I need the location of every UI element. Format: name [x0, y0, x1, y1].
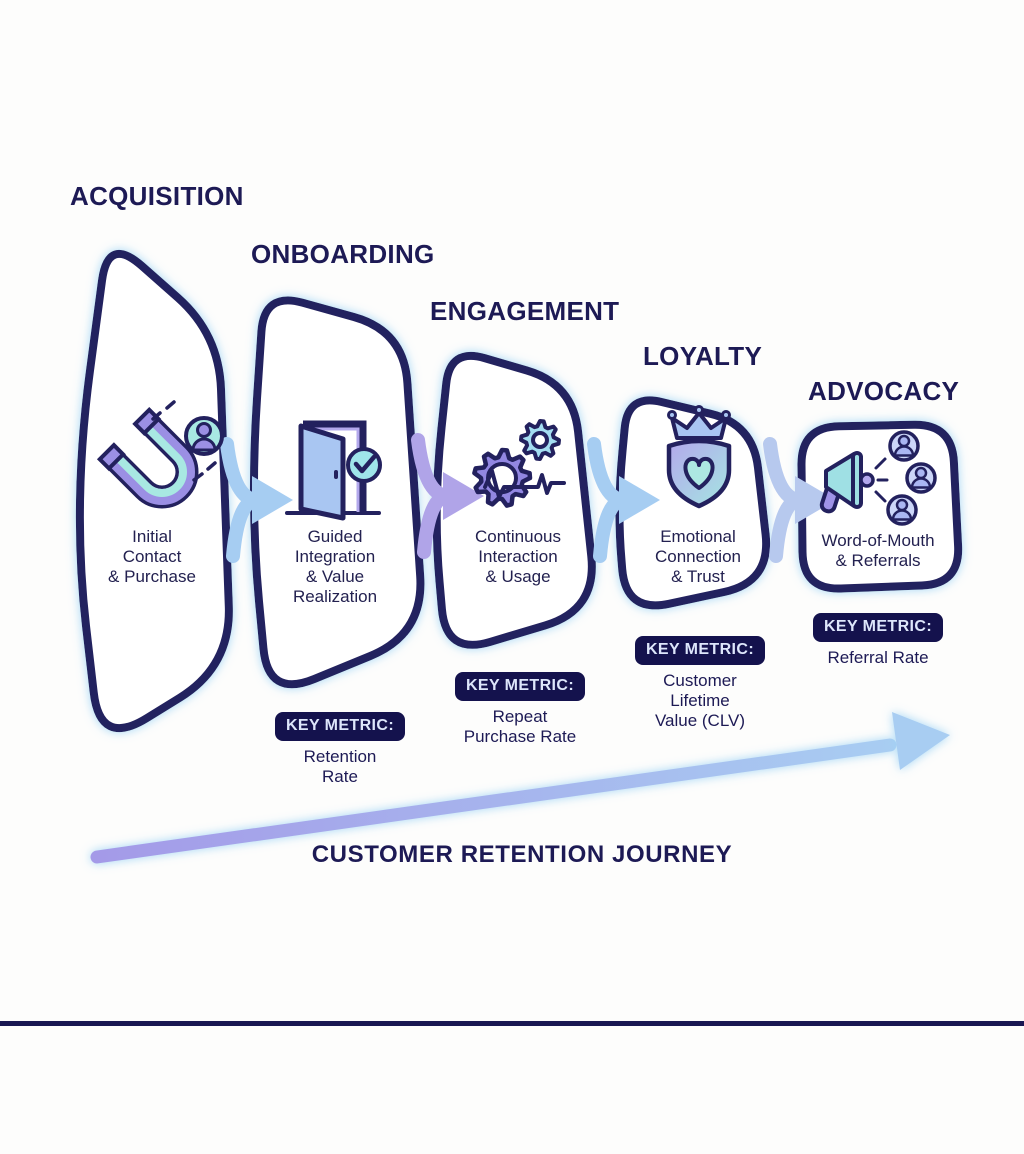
key-metric-engagement: KEY METRIC: Repeat Purchase Rate: [440, 672, 600, 747]
key-metric-advocacy: KEY METRIC: Referral Rate: [793, 613, 963, 668]
key-metric-value: Repeat Purchase Rate: [463, 707, 577, 746]
stage-title-engagement: ENGAGEMENT: [430, 296, 620, 326]
stage-title-advocacy: ADVOCACY: [808, 376, 960, 406]
stage-arrow-icon: [763, 437, 836, 563]
gears-pulse-icon: [472, 419, 566, 508]
key-metric-value: Referral Rate: [827, 648, 929, 667]
shield-heart-crown-icon: [666, 405, 732, 509]
key-metric-onboarding: KEY METRIC: Retention Rate: [260, 712, 420, 787]
referral-person-badge: [886, 494, 918, 526]
bottom-divider: [0, 1021, 1024, 1026]
open-door-check-icon: [285, 420, 382, 521]
key-metric-pill: KEY METRIC:: [454, 672, 586, 701]
key-metric-value: Customer Lifetime Value (CLV): [654, 671, 746, 730]
megaphone-referral-people-icon: [819, 430, 937, 526]
stage-description-acquisition: Initial Contact & Purchase: [108, 527, 196, 586]
stage-arrow-icon: [587, 437, 660, 563]
magnet-attracting-customer-icon: [96, 400, 224, 509]
stage-description-loyalty: Emotional Connection & Trust: [654, 527, 741, 586]
journey-title: CUSTOMER RETENTION JOURNEY: [311, 841, 733, 868]
key-metric-value: Retention Rate: [303, 747, 377, 786]
stage-title-loyalty: LOYALTY: [643, 341, 763, 371]
stage-transition-arrows: [220, 433, 836, 563]
key-metric-pill: KEY METRIC:: [274, 712, 406, 741]
stage-title-acquisition: ACQUISITION: [70, 181, 244, 211]
stage-arrow-icon: [411, 433, 484, 559]
referral-person-badge: [905, 462, 937, 494]
stage-description-advocacy: Word-of-Mouth & Referrals: [821, 531, 935, 570]
stage-description-engagement: Continuous Interaction & Usage: [474, 527, 561, 586]
stage-description-onboarding: Guided Integration & Value Realization: [292, 527, 378, 606]
key-metric-pill: KEY METRIC:: [812, 613, 944, 642]
referral-person-badge: [888, 430, 920, 462]
key-metric-pill: KEY METRIC:: [634, 636, 766, 665]
journey-arrow-icon: [90, 712, 950, 864]
stage-title-onboarding: ONBOARDING: [251, 239, 435, 269]
stage-arrow-icon: [220, 437, 293, 563]
key-metric-loyalty: KEY METRIC: Customer Lifetime Value (CLV…: [620, 636, 780, 731]
